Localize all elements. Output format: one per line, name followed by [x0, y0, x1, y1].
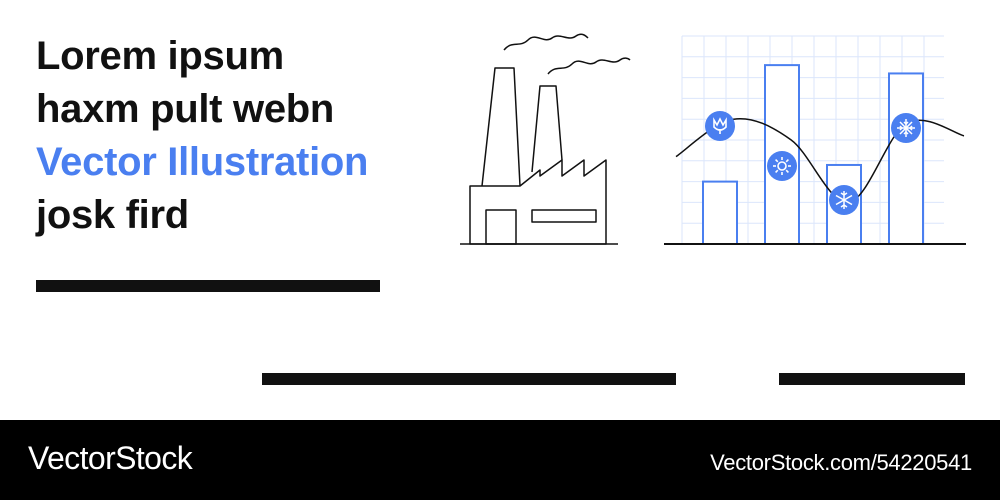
brand-logo: VectorStock — [28, 440, 193, 476]
stock-id: VectorStock.com/54220541 — [710, 450, 972, 475]
headline: Lorem ipsum haxm pult webn Vector Illust… — [36, 30, 368, 242]
divider-bar-3 — [779, 373, 965, 385]
illustration — [460, 33, 966, 246]
snowflake-icon — [829, 185, 859, 215]
tulip-icon — [705, 111, 735, 141]
chart-bar-4 — [888, 72, 924, 245]
chart-bars — [702, 64, 924, 246]
frost-icon — [891, 113, 921, 143]
factory-icon — [460, 33, 631, 245]
headline-line-3: Vector Illustration — [36, 140, 369, 184]
sun-icon — [767, 151, 797, 181]
chart — [664, 35, 966, 246]
chart-bar-1 — [702, 180, 738, 246]
divider-bar-2 — [262, 373, 676, 385]
divider-bar-1 — [36, 280, 380, 292]
headline-line-1: Lorem ipsum — [36, 34, 284, 78]
headline-line-2: haxm pult webn — [36, 87, 335, 131]
headline-line-4: josk fird — [36, 193, 189, 237]
footer-bar: VectorStock VectorStock.com/54220541 — [0, 420, 1000, 500]
